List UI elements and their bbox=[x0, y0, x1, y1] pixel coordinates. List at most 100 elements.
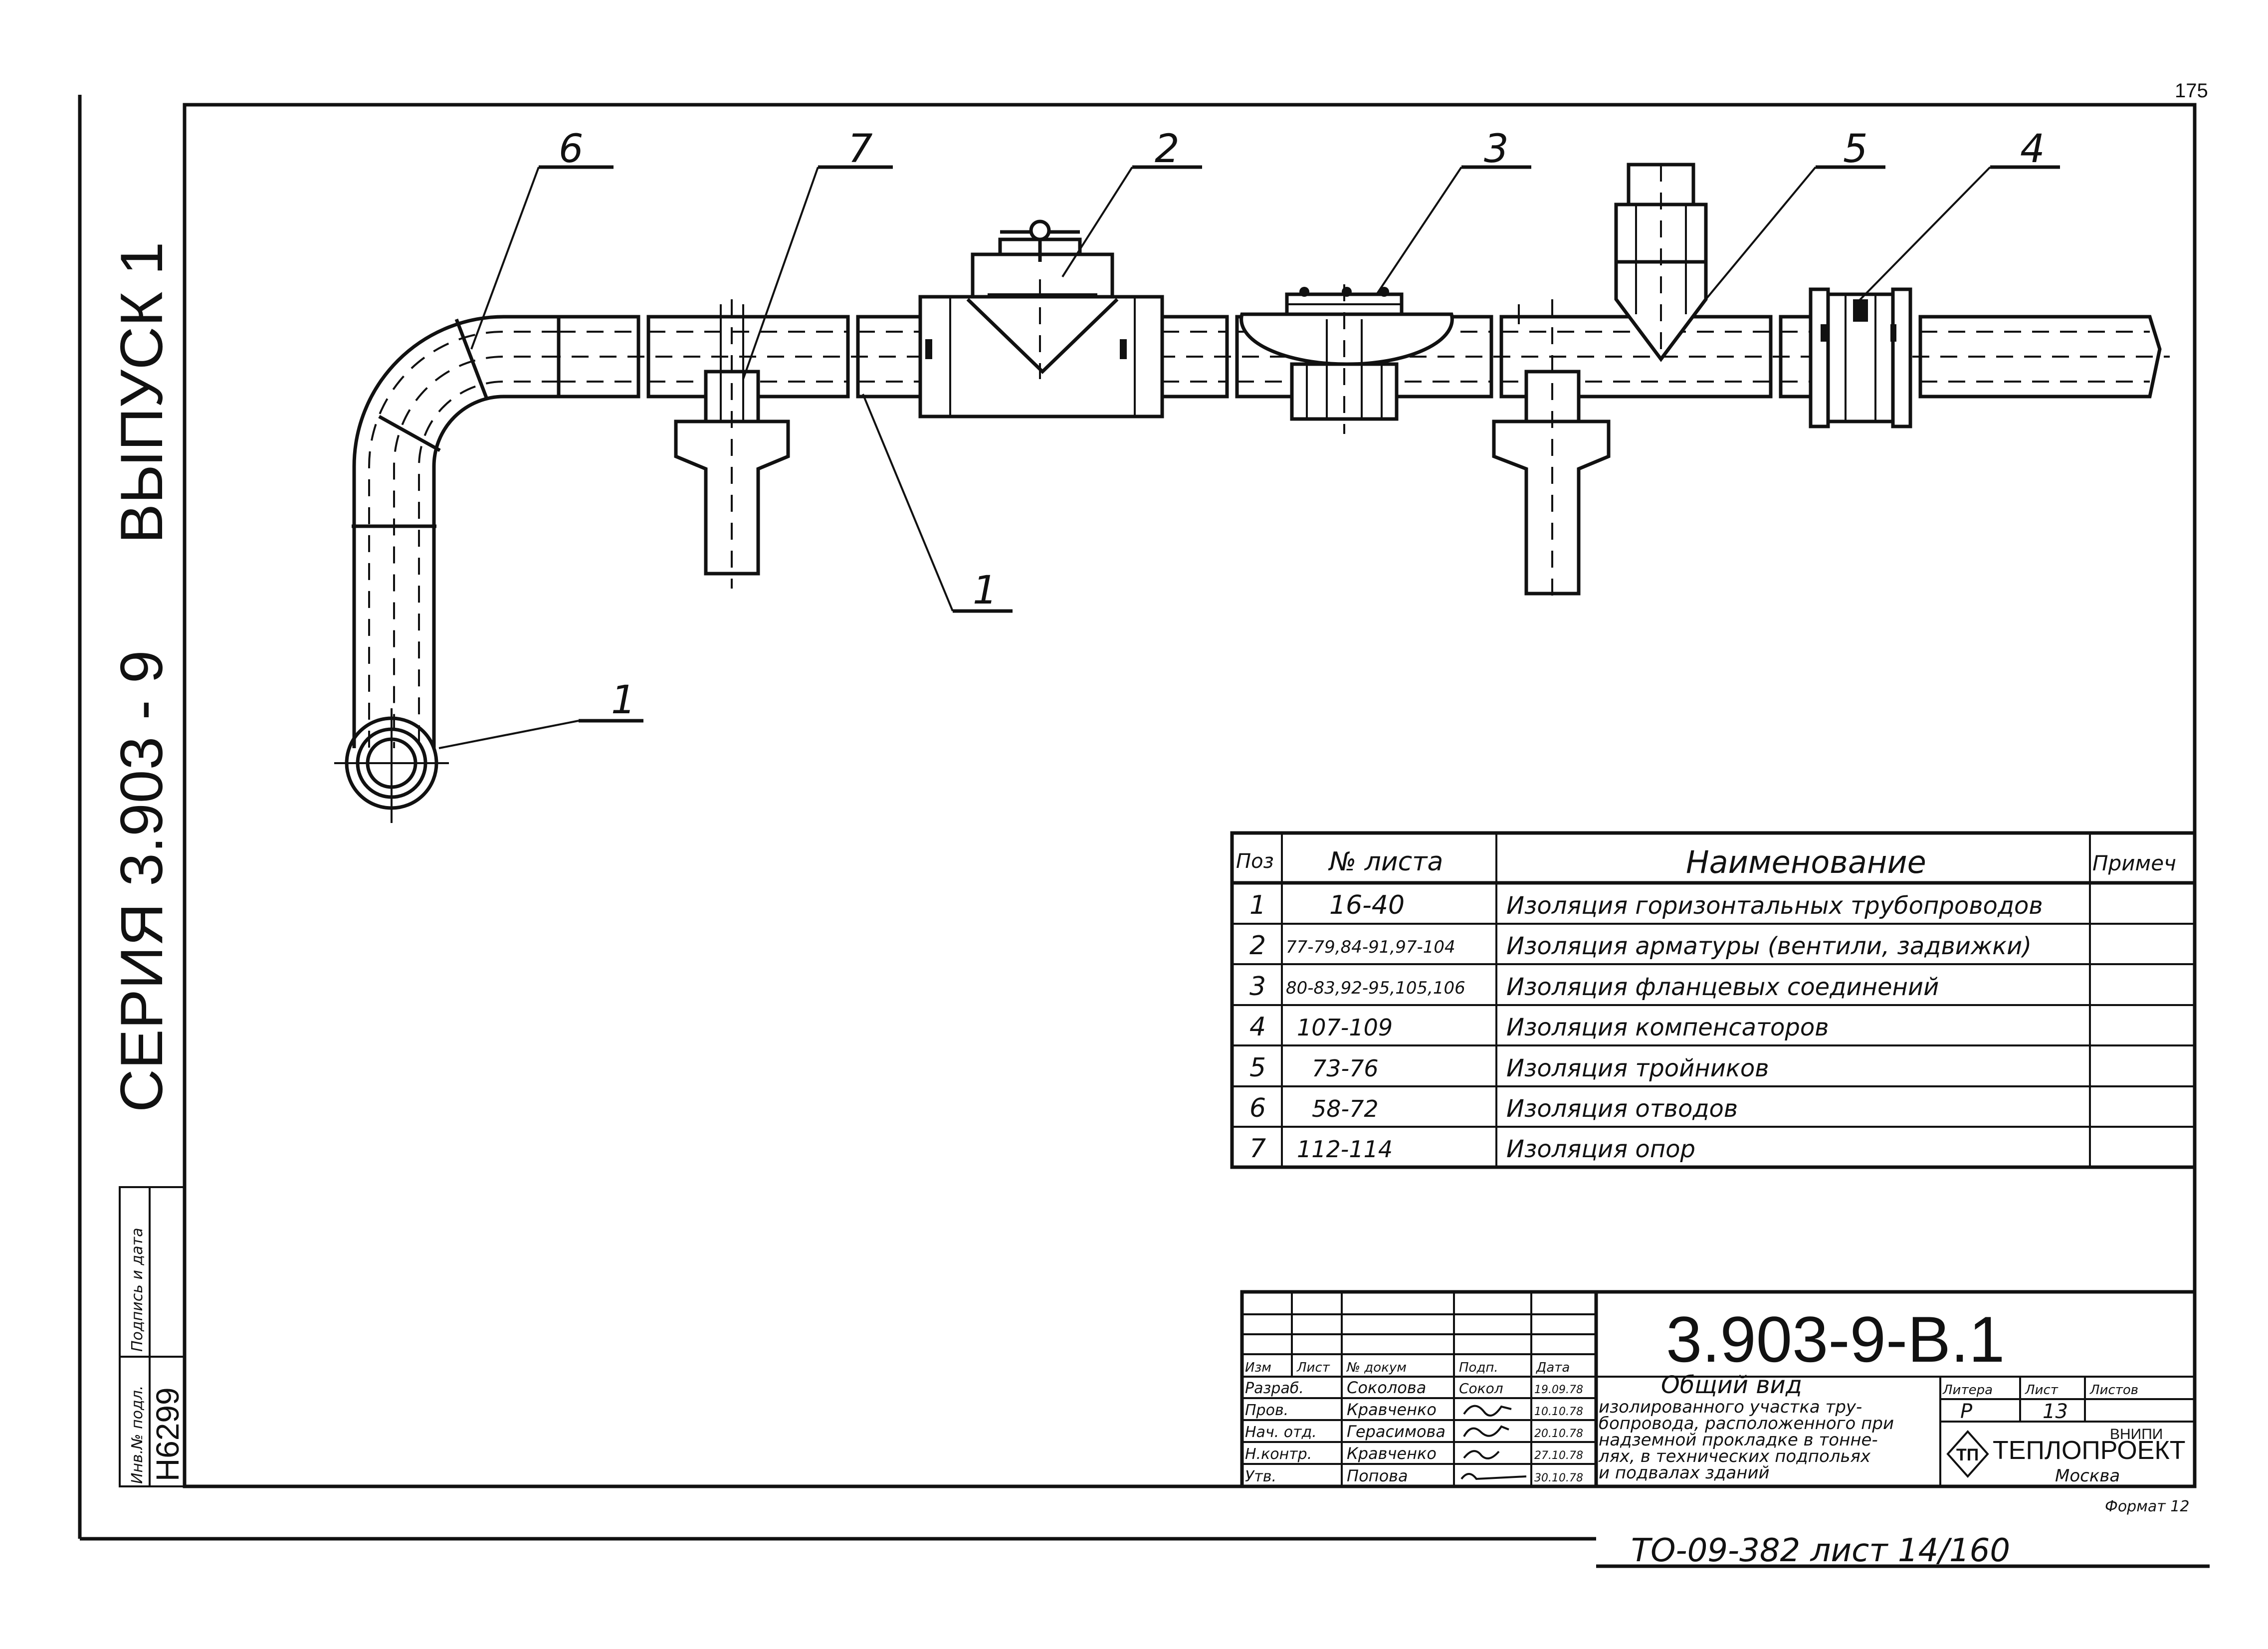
staff-name: Соколова bbox=[1347, 1378, 1426, 1397]
spec-cell-pos: 5 bbox=[1249, 1053, 1266, 1083]
staff-role: Пров. bbox=[1245, 1402, 1288, 1419]
spec-cell-pos: 4 bbox=[1249, 1012, 1266, 1042]
signature-scribble bbox=[1463, 1425, 1509, 1437]
callout-1-label: 1 bbox=[973, 568, 998, 613]
org-city: Москва bbox=[2055, 1466, 2120, 1486]
stage-label: Литера bbox=[1942, 1383, 1993, 1398]
series-text: СЕРИЯ 3.903 - 9 bbox=[108, 650, 175, 1112]
spec-cell-name: Изоляция опор bbox=[1506, 1135, 1695, 1163]
spec-cell-name: Изоляция отводов bbox=[1506, 1095, 1738, 1123]
designation: 3.903-9-В.1 bbox=[1666, 1303, 2005, 1376]
callout-labels: 6 7 2 3 5 4 1 1 bbox=[559, 127, 2045, 723]
spec-row: 3 80-83,92-95,105,106 Изоляция фланцевых… bbox=[1249, 972, 1939, 1002]
sheet-value: 13 bbox=[2043, 1400, 2068, 1423]
sheet-label: Лист bbox=[2025, 1383, 2059, 1398]
staff-name: Герасимова bbox=[1347, 1422, 1445, 1441]
staff-date: 19.09.78 bbox=[1534, 1384, 1583, 1396]
col-header: Подп. bbox=[1459, 1360, 1498, 1375]
spec-cell-name: Изоляция горизонтальных трубопроводов bbox=[1506, 892, 2043, 920]
spec-header-pos: Поз bbox=[1236, 850, 1274, 873]
doc-title-line: надземной прокладке в тонне- bbox=[1599, 1430, 1878, 1450]
callout-1-section-label: 1 bbox=[611, 678, 636, 723]
col-header: Лист bbox=[1296, 1360, 1330, 1375]
staff-row: Н.контр. Кравченко 27.10.78 bbox=[1245, 1444, 1583, 1463]
corner-page-number: 175 bbox=[2175, 80, 2208, 102]
spec-cell-pos: 3 bbox=[1249, 972, 1266, 1002]
elbow-outer-wall bbox=[352, 315, 559, 748]
spec-cell-sheet: 77-79,84-91,97-104 bbox=[1286, 937, 1455, 957]
flange-joint bbox=[1239, 284, 1454, 434]
org-logo-mark: ТП bbox=[1956, 1445, 1979, 1464]
spec-cell-sheet: 107-109 bbox=[1297, 1014, 1393, 1041]
pipe-support-left bbox=[674, 299, 790, 589]
signature-label: Подпись и дата bbox=[129, 1228, 146, 1352]
inventory-label: Инв.№ подл. bbox=[129, 1386, 146, 1484]
spec-cell-sheet: 58-72 bbox=[1312, 1095, 1379, 1122]
org-logo: ТП bbox=[1946, 1430, 1989, 1478]
valve bbox=[918, 219, 1164, 418]
spec-cell-sheet: 112-114 bbox=[1297, 1136, 1393, 1163]
spec-cell-name: Изоляция арматуры (вентили, задвижки) bbox=[1506, 932, 2032, 960]
callout-3-label: 3 bbox=[1484, 127, 1509, 172]
doc-title-line: и подвалах зданий bbox=[1599, 1463, 1770, 1483]
format-note: Формат 12 bbox=[2105, 1498, 2189, 1515]
staff-date: 20.10.78 bbox=[1534, 1428, 1583, 1440]
callout-7-label: 7 bbox=[848, 127, 873, 172]
spec-row: 6 58-72 Изоляция отводов bbox=[1249, 1093, 1738, 1123]
signature-scribble bbox=[1460, 1473, 1527, 1480]
drawing-frame bbox=[78, 95, 2210, 1568]
pipeline-diagram bbox=[334, 163, 2170, 823]
doc-title-line: Общий вид bbox=[1661, 1371, 1802, 1399]
elbow-inner-wall bbox=[432, 395, 559, 748]
callout-2-label: 2 bbox=[1155, 127, 1180, 172]
spec-cell-pos: 6 bbox=[1249, 1093, 1266, 1123]
spec-header-name: Наименование bbox=[1686, 844, 1926, 880]
staff-role: Нач. отд. bbox=[1245, 1424, 1317, 1441]
signature-scribble bbox=[1463, 1450, 1500, 1459]
spec-row: 7 112-114 Изоляция опор bbox=[1249, 1134, 1695, 1164]
spec-row: 5 73-76 Изоляция тройников bbox=[1249, 1053, 1769, 1083]
spec-header-note: Примеч bbox=[2092, 851, 2176, 875]
org-name: ТЕПЛОПРОЕКТ bbox=[1993, 1436, 2186, 1465]
bottom-note: ТО-09-382 лист 14/160 bbox=[1631, 1532, 2010, 1569]
spec-cell-pos: 7 bbox=[1249, 1134, 1266, 1164]
side-stamp: СЕРИЯ 3.903 - 9 ВЫПУСК 1 Инв.№ подл. Под… bbox=[108, 242, 186, 1487]
spec-row: 4 107-109 Изоляция компенсаторов bbox=[1249, 1012, 1829, 1042]
compensator bbox=[1809, 287, 1912, 428]
spec-row: 2 77-79,84-91,97-104 Изоляция арматуры (… bbox=[1249, 931, 2032, 961]
spec-cell-sheet: 73-76 bbox=[1312, 1055, 1379, 1082]
title-block: 3.903-9-В.1 Изм Лист № докум Подп. Дата … bbox=[1240, 1290, 2197, 1488]
col-header: Дата bbox=[1536, 1360, 1570, 1375]
col-header: Изм bbox=[1245, 1360, 1271, 1375]
staff-sign: Сокол bbox=[1459, 1380, 1503, 1397]
spec-header-sheet: № листа bbox=[1328, 847, 1443, 877]
document-title: Общий вид изолированного участка тру- бо… bbox=[1598, 1371, 1894, 1483]
doc-title-line: лях, в технических подпольях bbox=[1598, 1446, 1871, 1466]
staff-name: Попова bbox=[1347, 1466, 1408, 1485]
staff-date: 27.10.78 bbox=[1534, 1449, 1583, 1462]
staff-role: Н.контр. bbox=[1245, 1445, 1312, 1463]
staff-role: Разраб. bbox=[1245, 1380, 1304, 1397]
callout-6-label: 6 bbox=[559, 127, 584, 172]
callout-4-label: 4 bbox=[2020, 127, 2045, 172]
doc-title-line: изолированного участка тру- bbox=[1599, 1397, 1862, 1417]
spec-cell-name: Изоляция тройников bbox=[1506, 1054, 1769, 1082]
staff-date: 10.10.78 bbox=[1534, 1406, 1583, 1418]
tee-fitting bbox=[1614, 163, 1708, 362]
staff-row: Разраб. Соколова Сокол 19.09.78 bbox=[1245, 1378, 1583, 1397]
spec-cell-sheet: 80-83,92-95,105,106 bbox=[1286, 978, 1465, 998]
stage-value: Р bbox=[1960, 1400, 1973, 1423]
col-header: № докум bbox=[1346, 1360, 1407, 1375]
spec-cell-sheet: 16-40 bbox=[1329, 890, 1405, 920]
staff-date: 30.10.78 bbox=[1534, 1472, 1583, 1484]
staff-row: Нач. отд. Герасимова 20.10.78 bbox=[1245, 1422, 1583, 1441]
staff-name: Кравченко bbox=[1347, 1400, 1437, 1419]
callout-5-label: 5 bbox=[1843, 127, 1868, 172]
pipe-end-section bbox=[334, 708, 449, 823]
staff-row: Утв. Попова 30.10.78 bbox=[1245, 1466, 1583, 1485]
spec-cell-pos: 2 bbox=[1249, 931, 1266, 961]
spec-cell-name: Изоляция компенсаторов bbox=[1506, 1014, 1829, 1041]
staff-row: Пров. Кравченко 10.10.78 bbox=[1245, 1400, 1583, 1419]
spec-cell-pos: 1 bbox=[1249, 890, 1266, 920]
